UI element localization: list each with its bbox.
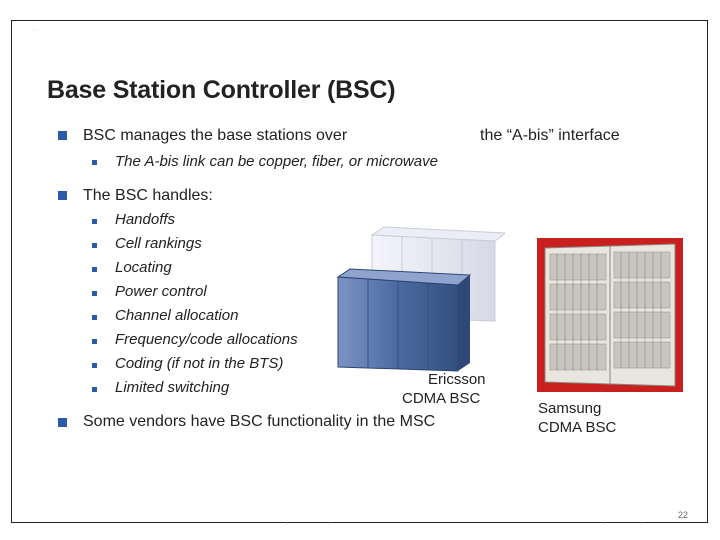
samsung-bsc-photo (537, 238, 683, 392)
sub-bullet-square (92, 363, 97, 368)
bullet-2-sub-1: Handoffs (115, 211, 176, 228)
sub-bullet-square (92, 243, 97, 248)
bullet-2-sub-7: Coding (if not in the BTS) (115, 355, 284, 372)
sub-bullet-square (92, 267, 97, 272)
bullet-square (58, 131, 67, 140)
bullet-2-text: The BSC handles: (83, 187, 213, 204)
bullet-2-sub-3: Locating (115, 259, 172, 276)
sub-bullet-square (92, 219, 97, 224)
bullet-square (58, 418, 67, 427)
bullet-1-text-left: BSC manages the base stations over (83, 127, 348, 144)
bullet-2-sub-5: Channel allocation (115, 307, 239, 324)
bullet-2-sub-8: Limited switching (115, 379, 230, 396)
page-number: 22 (677, 510, 688, 520)
slide-title: Base Station Controller (BSC) (47, 76, 396, 104)
sub-bullet-square (92, 160, 97, 165)
bullet-2-sub-6: Frequency/code allocations (115, 331, 298, 348)
corner-mark: · · (32, 27, 38, 33)
ericsson-bsc-image (336, 226, 505, 372)
sub-bullet-square (92, 291, 97, 296)
bullet-2-sub-4: Power control (115, 283, 207, 300)
sub-bullet-square (92, 387, 97, 392)
ericsson-caption-line2: CDMA BSC (402, 390, 481, 407)
bullet-3-text: Some vendors have BSC functionality in t… (83, 413, 436, 430)
footer-mark: , (602, 516, 605, 525)
bullet-2-sub-2: Cell rankings (115, 235, 202, 252)
footer-mark: , (286, 516, 289, 525)
bullet-square (58, 191, 67, 200)
samsung-caption-line2: CDMA BSC (538, 419, 617, 436)
bullet-1-text-right: the “A-bis” interface (480, 127, 620, 144)
ericsson-caption: Ericsson CDMA BSC (402, 370, 486, 408)
footer-mark: , (640, 516, 643, 525)
bullet-1-sub-1: The A-bis link can be copper, fiber, or … (115, 153, 438, 170)
samsung-caption: Samsung CDMA BSC (538, 399, 616, 437)
ericsson-caption-line1: Ericsson (428, 371, 486, 388)
sub-bullet-square (92, 315, 97, 320)
samsung-caption-line1: Samsung (538, 400, 602, 417)
sub-bullet-square (92, 339, 97, 344)
footer-mark: , (328, 516, 331, 525)
